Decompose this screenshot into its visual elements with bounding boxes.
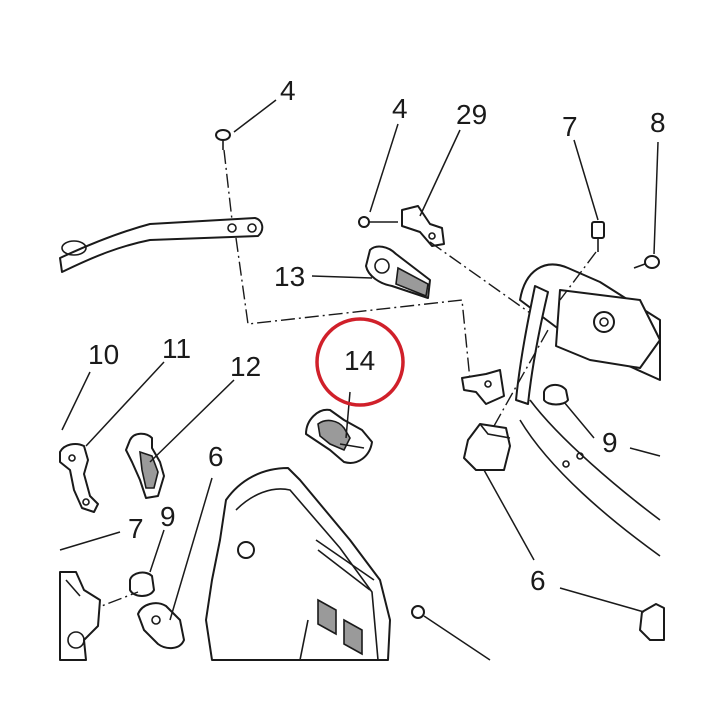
part-13-bracket: [365, 245, 431, 299]
screw-lower-center: [411, 605, 425, 619]
leader-7-right: [573, 139, 599, 221]
callout-13: 13: [274, 261, 305, 292]
part-6-left-grommet: [137, 602, 185, 650]
lower-clip-right: [461, 369, 505, 405]
highlight-ring-14: [315, 317, 405, 407]
screw-4-left: [215, 129, 231, 150]
part-12-bracket: [125, 432, 165, 499]
part-14-bracket: [305, 408, 373, 464]
axis-line-6-right: [493, 329, 549, 427]
part-29-clip: [401, 205, 445, 247]
screw-7-right: [591, 221, 605, 252]
callout-6-left: 6: [208, 441, 224, 472]
leader-12: [149, 379, 235, 463]
callout-12: 12: [230, 351, 261, 382]
part-9-left-pad: [129, 571, 155, 597]
leader-10: [61, 371, 91, 431]
axis-line-connector: [235, 237, 471, 381]
callout-9-left: 9: [160, 501, 176, 532]
leader-29: [419, 129, 461, 217]
callout-8: 8: [650, 107, 666, 138]
leader-11: [85, 361, 165, 447]
callout-11: 11: [162, 333, 191, 364]
lower-left-mechanism: [59, 571, 101, 661]
screw-4-center: [358, 216, 398, 228]
right-frame: [515, 263, 661, 557]
leader-9-right: [563, 401, 595, 439]
leader-9-right-ext: [629, 447, 661, 457]
callout-6-right: 6: [530, 565, 546, 596]
part-9-right-pad: [543, 384, 569, 406]
callout-14: 14: [344, 345, 375, 376]
callout-4-center: 4: [392, 93, 408, 124]
leader-6-left: [169, 477, 213, 621]
callout-10: 10: [88, 339, 119, 370]
left-bracket-arm: [59, 217, 264, 273]
callout-29: 29: [456, 99, 487, 130]
leader-7-left: [59, 531, 121, 551]
leader-6-lower: [559, 587, 645, 613]
leader-8: [653, 141, 659, 255]
fairing-panel: [205, 467, 391, 661]
leader-6-right: [483, 469, 535, 561]
callout-4-left: 4: [280, 75, 296, 106]
part-6-lower-bolt: [639, 603, 665, 641]
screw-8: [633, 255, 660, 269]
axis-line-7: [559, 251, 597, 301]
leader-4-left: [233, 99, 277, 133]
leader-14: [345, 391, 351, 439]
axis-line-29: [429, 241, 541, 321]
leader-9-left: [149, 529, 165, 573]
callout-7-left: 7: [128, 513, 144, 544]
part-6-right-grommet: [463, 423, 511, 471]
axis-line-left: [223, 149, 233, 221]
leader-4-center: [369, 123, 399, 213]
leader-13: [311, 275, 373, 279]
callout-9-right: 9: [602, 427, 618, 458]
callout-7-right: 7: [562, 111, 578, 142]
part-11-bracket: [59, 443, 99, 513]
leader-screw-lower: [423, 615, 491, 661]
